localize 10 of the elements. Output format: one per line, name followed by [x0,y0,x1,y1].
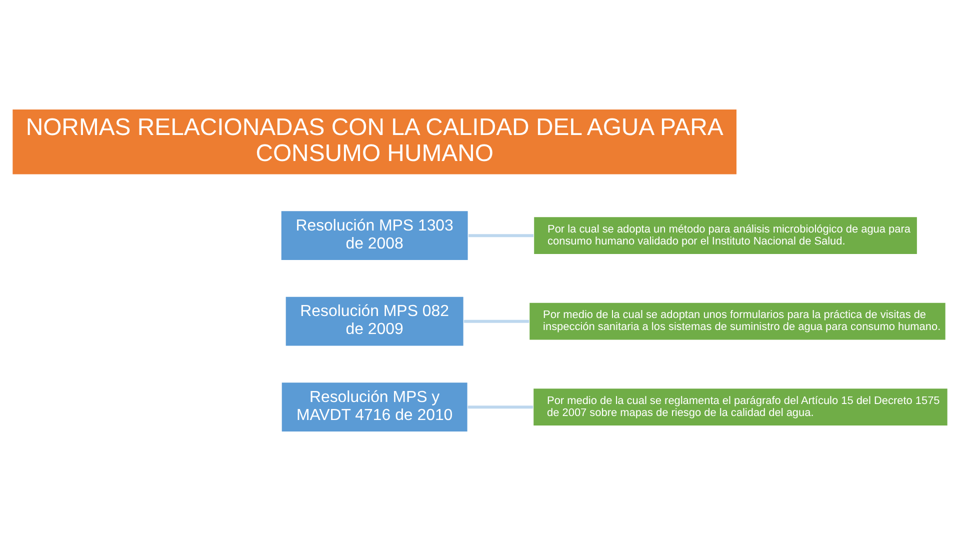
node-box: Resolución MPS 1303 de 2008 [280,210,469,261]
node-box: Resolución MPS 082 de 2009 [284,295,464,346]
node-box: Por medio de la cual se adoptan unos formularios para la práctica de visitas de inspección sanitaria a los sistemas de suministro de agua para consumo humano. [528,301,946,340]
node-box: NORMAS RELACIONADAS CON LA CALIDAD DEL AGUA PARA CONSUMO HUMANO [12,108,738,175]
connector [464,319,530,322]
node-box: Resolución MPS y MAVDT 4716 de 2010 [280,381,468,432]
node-box: Por la cual se adopta un método para análisis microbiológico de agua para consumo humano validado por el Instituto Nacional de Salud. [533,216,918,255]
node-box: Por medio de la cual se reglamenta el parágrafo del Artículo 15 del Decreto 1575 de 2007 sobre mapas de riesgo de la calidad del agua. [532,387,948,426]
connector [468,405,534,408]
connector [468,234,534,237]
